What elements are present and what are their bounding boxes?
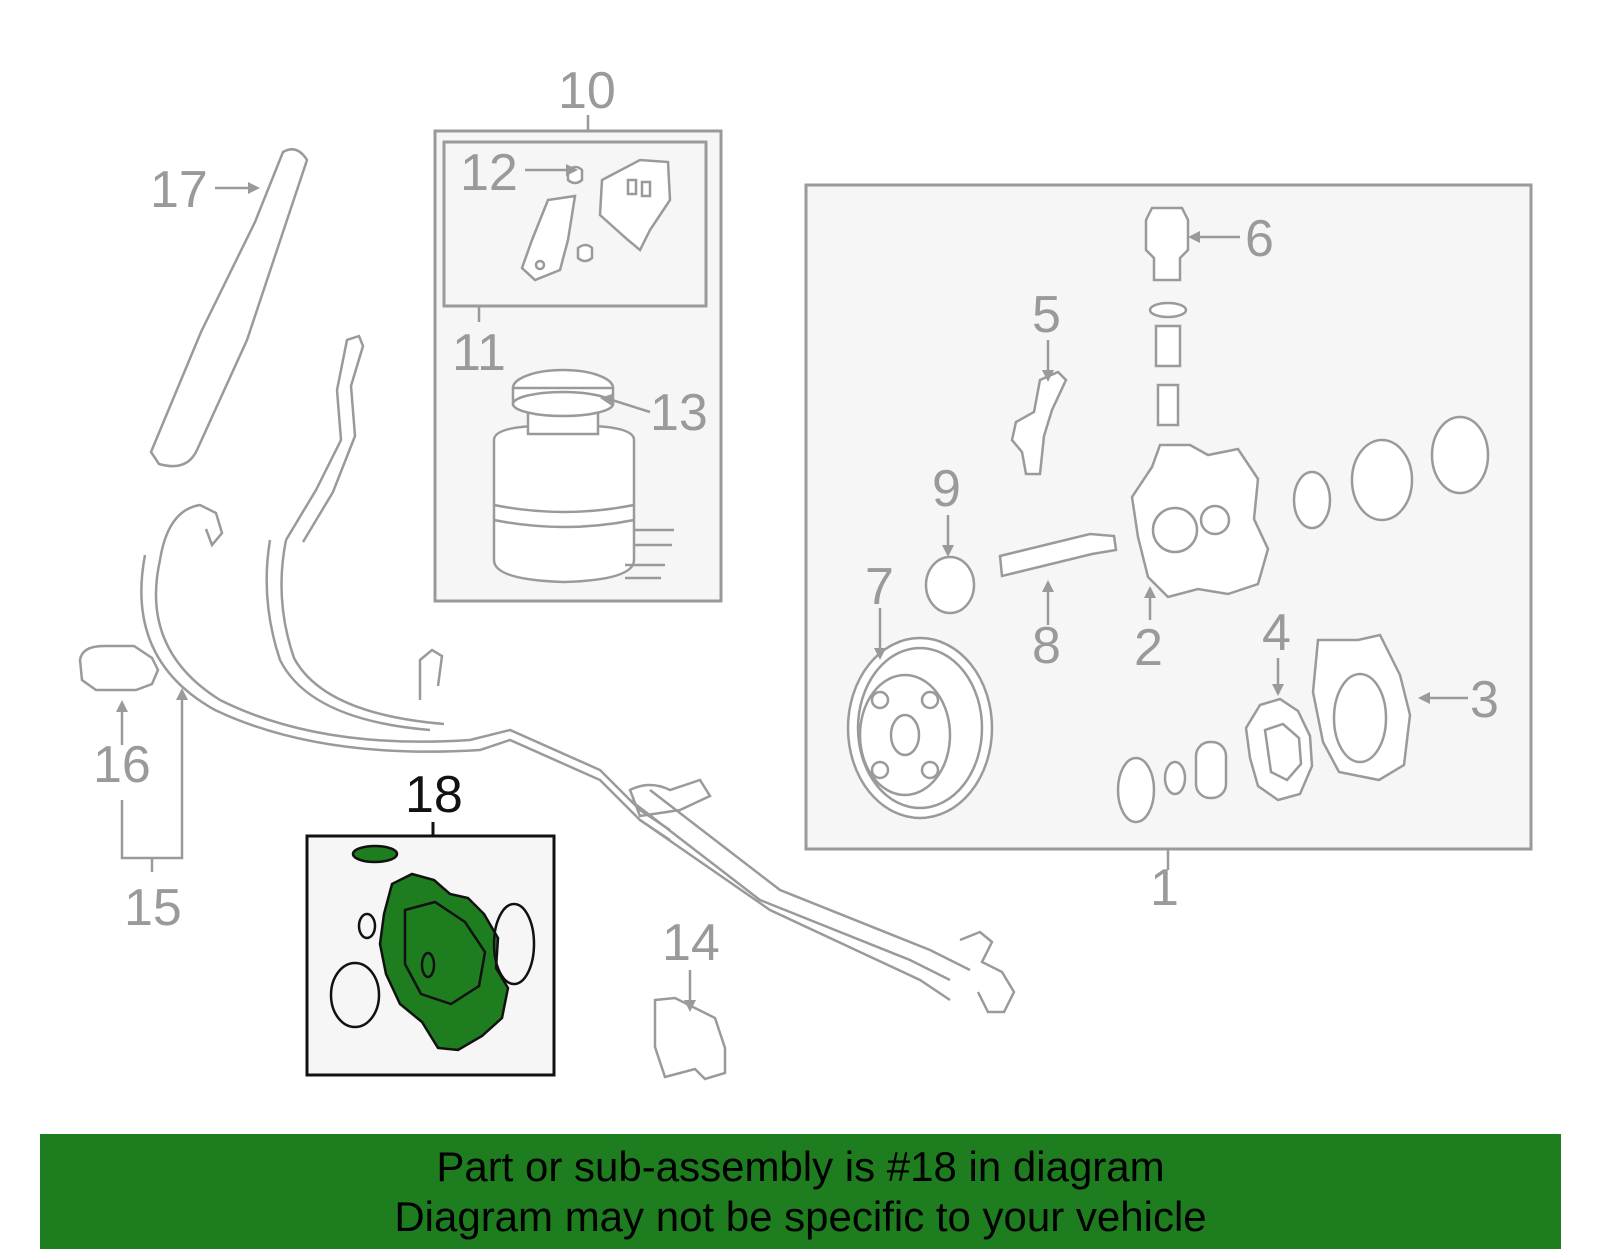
callout-8: 8 xyxy=(1032,617,1061,675)
o-ring-9 xyxy=(924,555,976,615)
part-info-banner: Part or sub-assembly is #18 in diagram D… xyxy=(40,1134,1561,1249)
callout-5: 5 xyxy=(1032,286,1061,344)
callout-6: 6 xyxy=(1245,210,1274,268)
callout-13: 13 xyxy=(650,384,708,442)
callout-14: 14 xyxy=(662,914,720,972)
callout-16: 16 xyxy=(93,736,151,794)
rear-housing xyxy=(1311,633,1412,782)
fitting xyxy=(1010,370,1068,476)
gasket-kit-parts xyxy=(329,844,536,1052)
callout-15: 15 xyxy=(124,879,182,937)
bracket-parts xyxy=(520,158,672,282)
mount-bracket xyxy=(653,996,727,1081)
callout-3: 3 xyxy=(1470,671,1499,729)
pulley xyxy=(846,636,994,820)
callout-18: 18 xyxy=(405,766,463,824)
pump-body xyxy=(1130,443,1270,599)
seal-rings-right xyxy=(1292,415,1490,530)
callout-4: 4 xyxy=(1262,604,1291,662)
callout-1: 1 xyxy=(1150,859,1179,917)
callout-9: 9 xyxy=(932,460,961,518)
small-gasket xyxy=(351,844,399,864)
reservoir-tank xyxy=(492,368,674,584)
pump-shaft xyxy=(998,532,1118,578)
large-o-ring-left xyxy=(329,961,381,1029)
valve-stack xyxy=(1144,206,1190,427)
callout-10: 10 xyxy=(558,62,616,120)
callout-7: 7 xyxy=(865,558,894,616)
hose-clamp xyxy=(78,644,160,692)
main-gasket xyxy=(378,872,510,1052)
return-hose xyxy=(149,148,309,468)
callout-17: 17 xyxy=(150,161,208,219)
callout-2: 2 xyxy=(1134,619,1163,677)
seal-rings-lower xyxy=(1116,740,1228,824)
pressure-hose-assembly xyxy=(140,334,1016,1014)
banner-line-2: Diagram may not be specific to your vehi… xyxy=(394,1192,1207,1240)
callout-11: 11 xyxy=(452,324,506,382)
small-o-ring xyxy=(357,912,377,940)
banner-line-1: Part or sub-assembly is #18 in diagram xyxy=(436,1142,1165,1190)
callout-12: 12 xyxy=(460,144,518,202)
large-o-ring-right xyxy=(492,902,536,986)
gasket-4 xyxy=(1244,697,1314,802)
